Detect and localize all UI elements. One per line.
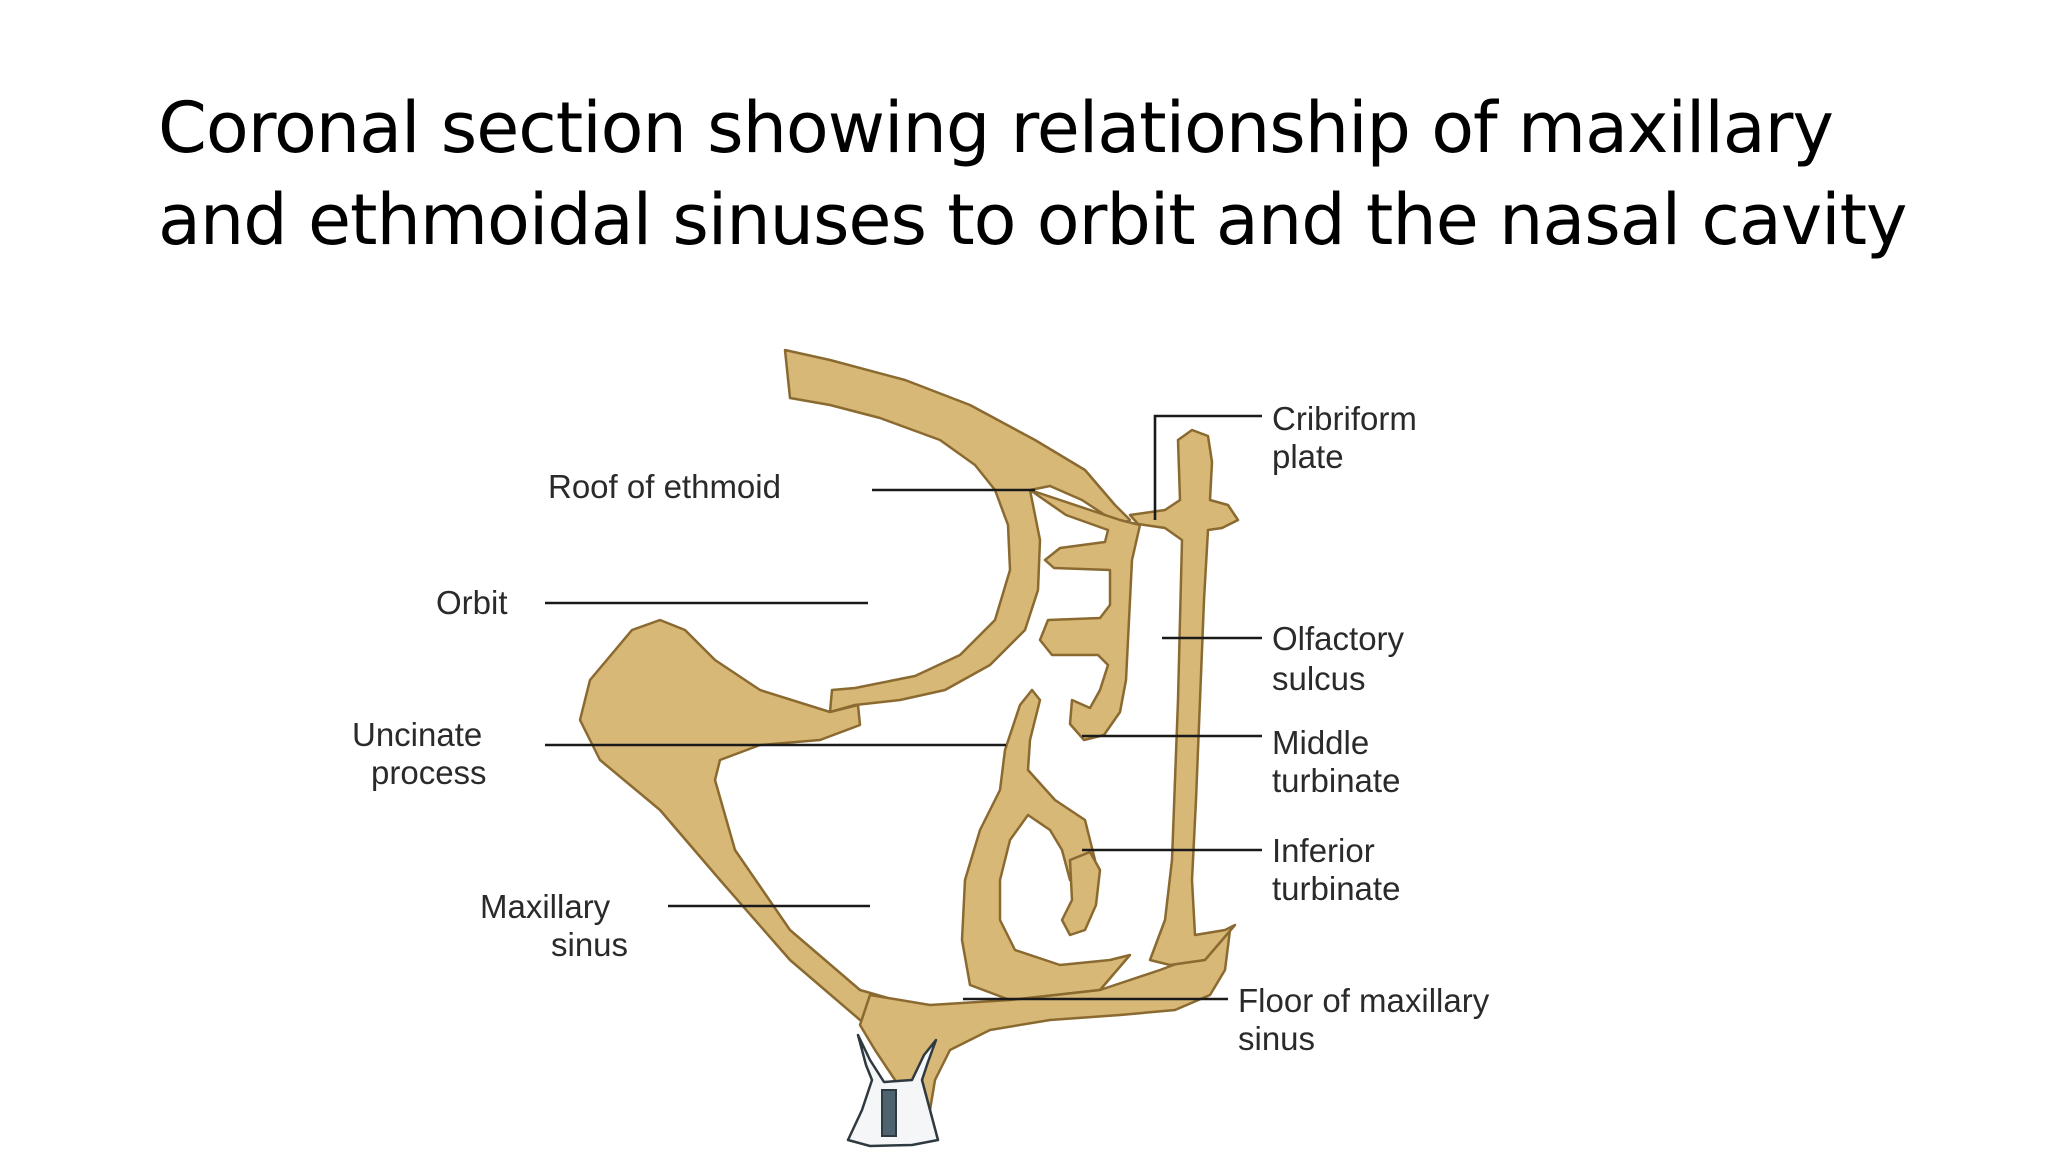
label-cribriform-line2: plate [1272, 438, 1344, 475]
label-roof-of-ethmoid: Roof of ethmoid [548, 468, 781, 505]
label-orbit: Orbit [436, 584, 508, 621]
slide-title: Coronal section showing relationship of … [158, 82, 1958, 266]
title-line-1: Coronal section showing relationship of … [158, 87, 1834, 169]
label-uncinate-line1: Uncinate [352, 716, 482, 753]
label-floor-line1: Floor of maxillary [1238, 982, 1490, 1019]
label-olfactory-line2: sulcus [1272, 660, 1366, 697]
label-cribriform-line1: Cribriform [1272, 400, 1417, 437]
nasal-septum-bone [1128, 428, 1240, 967]
zygomatic-lateral-wall [578, 618, 932, 1032]
label-uncinate-line2: process [371, 754, 487, 791]
leader-lines [545, 414, 1262, 1001]
bone-structure [578, 348, 1240, 1117]
inferior-turbinate-bone [1060, 850, 1102, 937]
label-middle-turbinate-line1: Middle [1272, 724, 1369, 761]
ethmoid-cells-bone [1028, 488, 1142, 742]
label-floor-line2: sinus [1238, 1020, 1315, 1057]
uncinate-medial-wall [960, 688, 1132, 1002]
orbital-roof-bone [783, 348, 1132, 714]
tooth [846, 1033, 940, 1148]
label-inferior-turbinate-line2: turbinate [1272, 870, 1400, 907]
label-maxillary-sinus-line1: Maxillary [480, 888, 611, 925]
label-middle-turbinate-line2: turbinate [1272, 762, 1400, 799]
leader-cribriform [1153, 414, 1262, 520]
tooth-canal [881, 1089, 897, 1137]
label-olfactory-line1: Olfactory [1272, 620, 1405, 657]
label-inferior-turbinate-line1: Inferior [1272, 832, 1375, 869]
title-line-2: and ethmoidal sinuses to orbit and the n… [158, 179, 1907, 261]
diagram-labels: Cribriform plate Roof of ethmoid Orbit O… [352, 400, 1490, 1057]
label-maxillary-sinus-line2: sinus [551, 926, 628, 963]
